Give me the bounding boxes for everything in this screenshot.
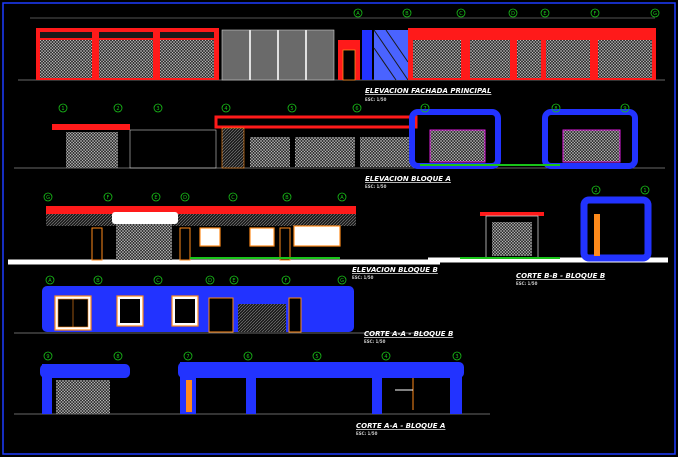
axis-corte-bb-2: 2 bbox=[594, 188, 597, 194]
view-scale-corte-aa: ESC: 1/50 bbox=[364, 339, 386, 344]
axis-principal-e: E bbox=[543, 11, 546, 17]
axis-corte-aa-d: D bbox=[208, 278, 212, 284]
axis-bloque-a-2: 2 bbox=[116, 106, 119, 112]
view-scale-elevacion-bloque-a: ESC: 1/50 bbox=[365, 184, 387, 189]
axis-bloque-a-7: 7 bbox=[423, 106, 426, 112]
view-elevacion-bloque-b: G F E D C B A ELEVACION BLOQUE B ESC: 1/… bbox=[8, 192, 440, 280]
axis-bloque-a-5: 5 bbox=[290, 106, 293, 112]
view-scale-elevacion-bloque-b: ESC: 1/50 bbox=[352, 275, 374, 280]
axis-bloque-a-4: 4 bbox=[224, 106, 227, 112]
view-title-corte-aa: CORTE A-A - BLOQUE B bbox=[364, 330, 453, 338]
axis-corte-bloque-a-8: 8 bbox=[116, 354, 119, 360]
axis-corte-aa-e: E bbox=[232, 278, 235, 284]
view-scale-elevacion-principal: ESC: 1/50 bbox=[365, 97, 387, 102]
axis-bloque-a-1: 1 bbox=[61, 106, 64, 112]
axis-corte-bloque-a-3: 3 bbox=[455, 354, 458, 360]
axis-bloque-b-d: D bbox=[183, 195, 187, 201]
axis-bloque-a-6: 6 bbox=[355, 106, 358, 112]
view-elevacion-bloque-a: 1 2 3 4 5 6 7 8 9 ELEVACION BLOQUE A ESC… bbox=[14, 103, 665, 189]
view-corte-bb: 2 1 CORTE B-B - BLOQUE B ESC: 1/50 bbox=[428, 185, 668, 286]
axis-principal-b: B bbox=[405, 11, 409, 17]
axis-corte-bloque-a-4: 4 bbox=[384, 354, 387, 360]
axis-corte-aa-a: A bbox=[48, 278, 52, 284]
axis-corte-aa-f: F bbox=[285, 278, 288, 284]
axis-bloque-a-9: 9 bbox=[623, 106, 626, 112]
axis-corte-aa-c: C bbox=[156, 278, 160, 284]
axis-bloque-a-3: 3 bbox=[156, 106, 159, 112]
axis-corte-aa-b: B bbox=[96, 278, 100, 284]
view-title-elevacion-principal: ELEVACION FACHADA PRINCIPAL bbox=[365, 87, 491, 95]
view-title-elevacion-bloque-a: ELEVACION BLOQUE A bbox=[365, 175, 451, 183]
axis-corte-bloque-a-7: 7 bbox=[186, 354, 189, 360]
view-title-corte-bb: CORTE B-B - BLOQUE B bbox=[516, 272, 605, 280]
view-corte-aa: A B C D E F G CORTE A-A - BLOQUE B ESC: … bbox=[14, 275, 453, 344]
axis-corte-bloque-a-5: 5 bbox=[315, 354, 318, 360]
axis-corte-bb-1: 1 bbox=[643, 188, 646, 194]
view-title-corte-bloque-a: CORTE A-A - BLOQUE A bbox=[356, 422, 445, 430]
axis-corte-aa-g: G bbox=[340, 278, 344, 284]
view-scale-corte-bb: ESC: 1/50 bbox=[516, 281, 538, 286]
axis-bloque-a-8: 8 bbox=[554, 106, 557, 112]
axis-corte-bloque-a-6: 6 bbox=[246, 354, 249, 360]
view-scale-corte-bloque-a: ESC: 1/50 bbox=[356, 431, 378, 436]
axis-principal-f: F bbox=[594, 11, 597, 17]
axis-principal-g: G bbox=[653, 11, 657, 17]
view-title-elevacion-bloque-b: ELEVACION BLOQUE B bbox=[352, 266, 438, 274]
axis-principal-a: A bbox=[356, 11, 360, 17]
axis-bloque-b-f: F bbox=[107, 195, 110, 201]
axis-bloque-b-g: G bbox=[46, 195, 50, 201]
axis-bloque-b-b: B bbox=[285, 195, 289, 201]
axis-principal-c: C bbox=[459, 11, 463, 17]
axis-principal-d: D bbox=[511, 11, 515, 17]
view-elevacion-principal: A B C D E F G ELEVACION FACHADA PRINCIPA… bbox=[18, 8, 665, 102]
axis-bloque-b-c: C bbox=[231, 195, 235, 201]
axis-bloque-b-a: A bbox=[340, 195, 344, 201]
axis-corte-bloque-a-9: 9 bbox=[46, 354, 49, 360]
axis-bloque-b-e: E bbox=[154, 195, 157, 201]
view-corte-bloque-a: 9 8 7 6 5 4 3 CORTE A-A - BLOQUE A ESC: … bbox=[14, 351, 490, 436]
